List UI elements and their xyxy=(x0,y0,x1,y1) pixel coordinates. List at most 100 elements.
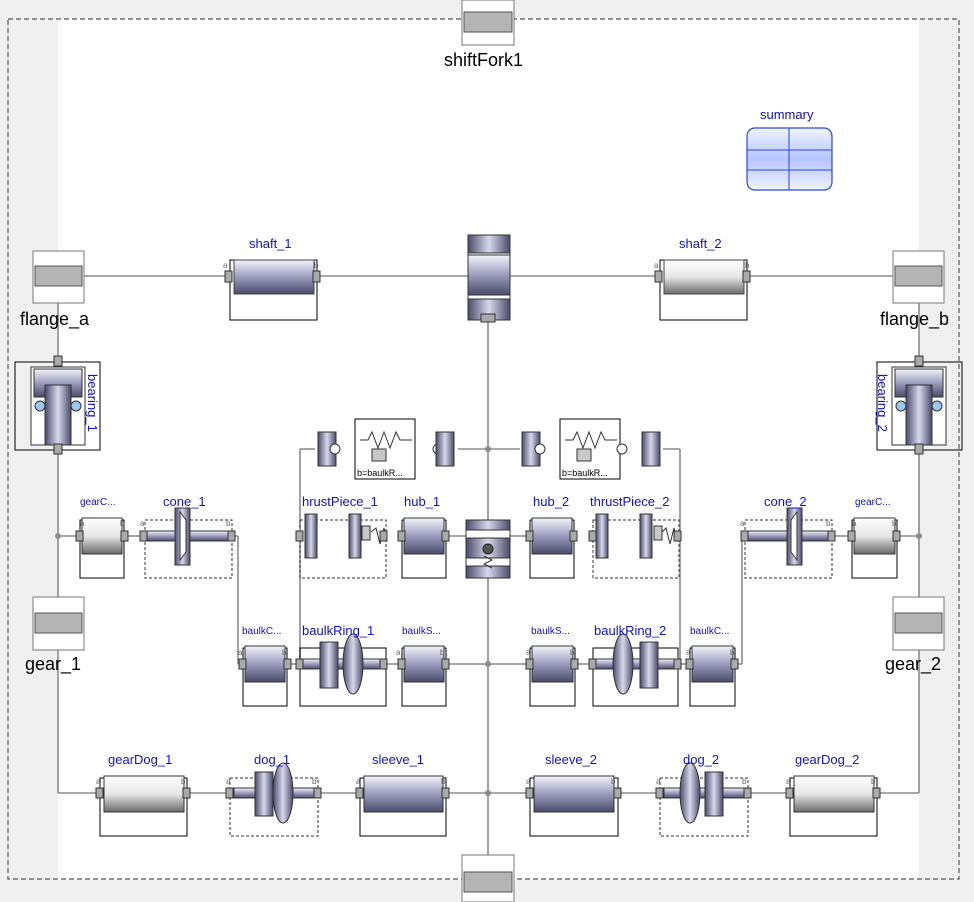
svg-text:a: a xyxy=(238,648,243,657)
svg-text:a: a xyxy=(223,261,228,270)
shaft-2[interactable] xyxy=(654,259,751,321)
gear-1-connector[interactable] xyxy=(32,596,85,651)
svg-text:b: b xyxy=(745,261,750,270)
bearing-2[interactable] xyxy=(876,355,963,455)
gear-2-connector[interactable] xyxy=(892,596,945,651)
gearc-right[interactable] xyxy=(847,517,901,579)
svg-text:a: a xyxy=(396,648,401,657)
baulkring-2-label: baulkRing_2 xyxy=(594,623,666,638)
baulkring-1[interactable] xyxy=(295,633,388,707)
svg-text:b: b xyxy=(826,519,831,528)
gearc-left-label: gearC... xyxy=(80,497,116,508)
hub-2[interactable] xyxy=(525,517,578,579)
svg-text:b: b xyxy=(312,777,317,786)
sleeve-1[interactable] xyxy=(355,775,450,837)
svg-text:a: a xyxy=(786,777,791,786)
cone-1-label: cone_1 xyxy=(163,494,206,509)
svg-text:b: b xyxy=(181,777,186,786)
junction-dots xyxy=(55,446,922,796)
svg-text:b: b xyxy=(611,777,616,786)
svg-text:b: b xyxy=(871,777,876,786)
svg-text:a: a xyxy=(852,519,857,528)
central-hub-top[interactable] xyxy=(467,234,511,323)
flange-b-connector[interactable] xyxy=(892,250,945,304)
gear-2-label: gear_2 xyxy=(885,654,941,675)
svg-text:b: b xyxy=(892,519,897,528)
shiftfork1-label: shiftFork1 xyxy=(444,50,523,70)
gear-1-label: gear_1 xyxy=(25,654,81,675)
svg-text:b: b xyxy=(120,519,125,528)
svg-text:b: b xyxy=(730,648,735,657)
hub-1[interactable] xyxy=(397,517,450,579)
svg-text:a: a xyxy=(140,519,145,528)
svg-text:b: b xyxy=(314,261,319,270)
baulkc-left[interactable] xyxy=(238,645,292,707)
baulks-left-label: baulkS... xyxy=(402,626,441,637)
gearc-left[interactable] xyxy=(75,517,129,579)
svg-text:a: a xyxy=(656,777,661,786)
baulks-right[interactable] xyxy=(525,645,579,707)
shaft-1-label: shaft_1 xyxy=(249,236,292,251)
svg-text:b: b xyxy=(441,777,446,786)
hub-1-label: hub_1 xyxy=(404,494,440,509)
geardog-2-label: gearDog_2 xyxy=(795,752,859,767)
dog-1[interactable] xyxy=(225,762,322,837)
central-sync-element[interactable] xyxy=(465,519,511,579)
bearing-2-label: bearing_2 xyxy=(875,374,890,432)
summary-block[interactable] xyxy=(746,127,833,191)
baulks-right-label: baulkS... xyxy=(531,626,570,637)
sleeve-2-label: sleeve_2 xyxy=(545,752,597,767)
cone-1[interactable] xyxy=(139,507,236,579)
shaft-1[interactable] xyxy=(224,259,321,321)
geardog-1-label: gearDog_1 xyxy=(108,752,172,767)
svg-text:b: b xyxy=(282,648,287,657)
dog-2[interactable] xyxy=(655,762,752,837)
flange-b-label: flange_b xyxy=(880,309,949,330)
baulkc-right-label: baulkC... xyxy=(690,626,729,637)
cone-2-label: cone_2 xyxy=(764,494,807,509)
svg-text:a: a xyxy=(96,777,101,786)
svg-text:a: a xyxy=(80,519,85,528)
flange-a-label: flange_a xyxy=(20,309,90,330)
summary-label: summary xyxy=(760,107,814,122)
spring-2-param: b=baulkR... xyxy=(562,468,608,478)
connection-wires xyxy=(57,275,920,855)
baulkring-1-label: baulkRing_1 xyxy=(302,623,374,638)
shiftfork1-connector[interactable] xyxy=(461,0,515,46)
flange-a-connector[interactable] xyxy=(32,250,85,304)
sleeve-2[interactable] xyxy=(525,775,622,837)
thrustpiece-1[interactable] xyxy=(295,513,388,579)
thrustpiece-2-label: thrustPiece_2 xyxy=(590,494,670,509)
cone-2[interactable] xyxy=(740,507,836,579)
svg-text:b: b xyxy=(226,519,231,528)
baulkc-right[interactable] xyxy=(685,645,739,707)
svg-text:b: b xyxy=(570,648,575,657)
bearing-1-label: bearing_1 xyxy=(85,374,100,432)
svg-text:a: a xyxy=(686,648,691,657)
gearc-right-label: gearC... xyxy=(855,497,891,508)
svg-text:a: a xyxy=(356,777,361,786)
bearing-1[interactable] xyxy=(14,355,101,455)
geardog-1[interactable] xyxy=(95,775,191,837)
svg-text:a: a xyxy=(226,777,231,786)
spring-1[interactable] xyxy=(317,418,455,480)
geardog-2[interactable] xyxy=(785,775,881,837)
svg-text:a: a xyxy=(526,777,531,786)
spring-2[interactable] xyxy=(521,418,661,480)
baulks-left[interactable] xyxy=(397,645,450,707)
dog-2-label: dog_2 xyxy=(683,752,719,767)
dog-1-label: dog_1 xyxy=(254,752,290,767)
shaft-2-label: shaft_2 xyxy=(679,236,722,251)
hub-2-label: hub_2 xyxy=(533,494,569,509)
svg-text:a: a xyxy=(526,648,531,657)
svg-text:a: a xyxy=(740,519,745,528)
baulkring-2[interactable] xyxy=(588,633,682,707)
baulkc-left-label: baulkC... xyxy=(242,626,281,637)
thrustpiece-1-label: hrustPiece_1 xyxy=(302,494,378,509)
shiftfork1-bottom-connector[interactable] xyxy=(461,854,515,902)
svg-text:b: b xyxy=(440,648,445,657)
sleeve-1-label: sleeve_1 xyxy=(372,752,424,767)
thrustpiece-2[interactable] xyxy=(588,513,682,579)
svg-text:a: a xyxy=(654,261,659,270)
svg-text:b: b xyxy=(742,777,747,786)
